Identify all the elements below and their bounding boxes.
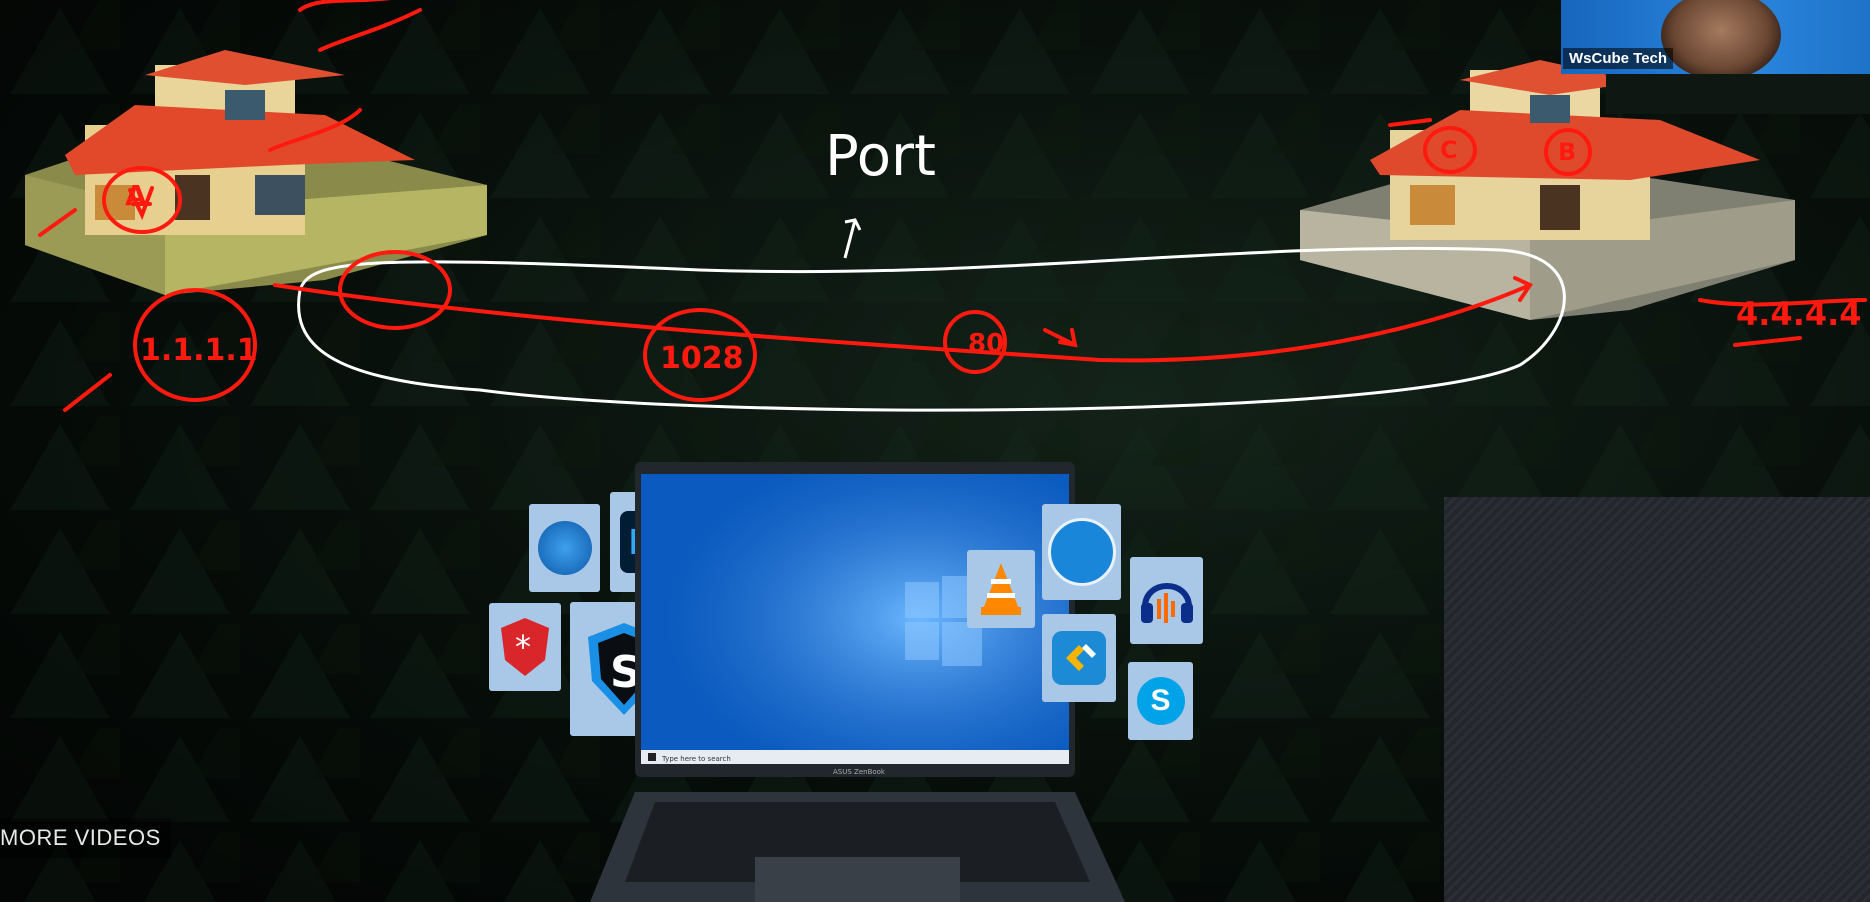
source-port-text: 80 — [968, 329, 1004, 359]
laptop-illustration: Type here to search ASUS ZenBook — [590, 462, 1125, 902]
right-house-label-b: B — [1558, 138, 1576, 166]
source-port-circle — [338, 250, 452, 330]
remote-desktop-icon — [1042, 504, 1121, 600]
left-ip-text: 1.1.1.1 — [140, 333, 258, 368]
presenter-webcam: WsCube Tech — [1561, 0, 1870, 74]
right-house-label-c: C — [1440, 136, 1458, 164]
data-flow-arrow — [273, 283, 1532, 363]
right-house-illustration — [1300, 60, 1795, 320]
more-videos-button[interactable]: MORE VIDEOS — [0, 818, 171, 858]
photos-icon — [529, 504, 600, 592]
dest-port-text: 1028 — [660, 341, 744, 376]
taskbar-search: Type here to search — [661, 755, 731, 763]
left-house-label: A — [125, 179, 147, 212]
whiteboard-title: Port — [825, 124, 936, 189]
laptop-brand: ASUS ZenBook — [833, 768, 886, 776]
side-panel — [1444, 497, 1870, 902]
webcam-shadow — [1606, 74, 1870, 114]
security-shield-icon: * — [489, 603, 561, 691]
skype-icon: S — [1128, 662, 1193, 740]
presenter-avatar — [1661, 0, 1781, 74]
audacity-icon — [1130, 557, 1203, 644]
dest-port-circle — [643, 308, 757, 402]
svg-text:*: * — [515, 628, 531, 666]
network-tunnel-outline — [297, 246, 1566, 412]
left-ip-circle — [133, 288, 257, 402]
left-house-illustration — [25, 50, 487, 295]
circle-a — [102, 166, 182, 234]
cloud-manager-icon — [1042, 614, 1116, 702]
presenter-name: WsCube Tech — [1563, 48, 1674, 69]
right-ip-text: 4.4.4.4 — [1736, 295, 1862, 333]
address-scribble — [298, 0, 391, 12]
up-arrow — [843, 218, 862, 259]
vlc-icon — [967, 550, 1035, 628]
